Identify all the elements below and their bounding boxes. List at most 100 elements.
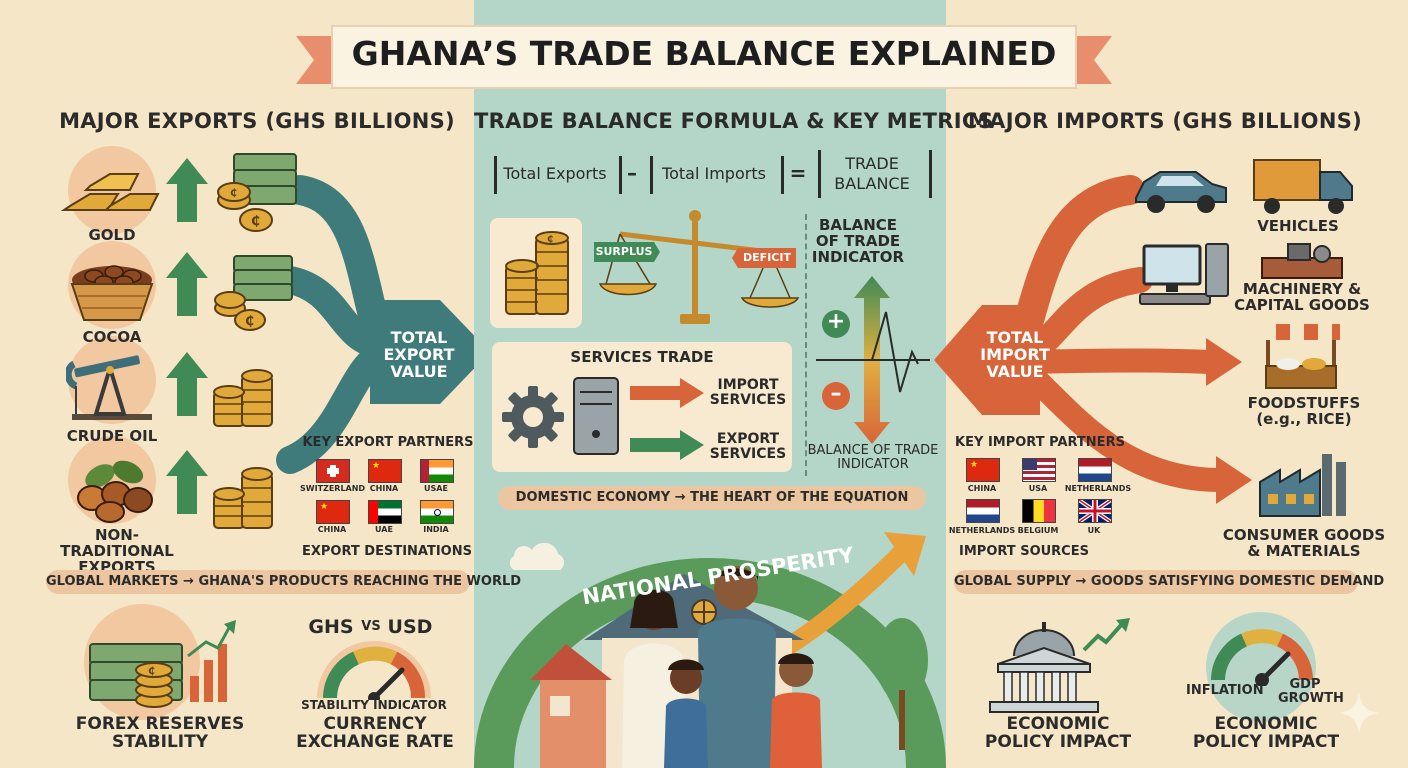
flag-belgium [1022,499,1056,523]
gauge-icon [317,641,431,700]
export-item-cocoa: COCOA [82,328,142,346]
oil-pump-icon [66,355,152,420]
flag-india [420,500,454,524]
svg-text:₵: ₵ [148,666,155,677]
cocoa-basket-icon [70,265,154,321]
flag-usae [420,459,454,483]
import-services-arrow [630,378,704,408]
partner-netherlands-2: NETHERLANDS [948,526,1016,535]
trade-indicator-graphic [816,276,930,444]
coin-stack-icon [213,467,273,529]
scale-surplus-label: SURPLUS [595,245,653,258]
formula-result-line2: BALANCE [834,174,910,193]
imports-illustration [934,175,1252,504]
coin-stack-icon: ₵ [505,231,569,315]
imports-header: MAJOR IMPORTS (GHS BILLIONS) [967,109,1363,133]
formula-result-line1: TRADE [845,154,899,173]
export-partners-header: KEY EXPORT PARTNERS [302,435,474,450]
stability-indicator-label: STABILITY INDICATOR [301,698,447,712]
nuts-icon [77,460,153,523]
partner-china: CHINA [967,484,997,493]
indicator-bottom-label: BALANCE OF TRADE INDICATOR [807,443,939,472]
cash-stack-icon: ₵ [214,255,293,331]
flag-uae [368,500,402,524]
gdp-growth-label: GDP GROWTH [1278,677,1344,706]
formula-total-imports: Total Imports [662,164,766,183]
flag-netherlands [966,499,1000,523]
export-item-crude-oil: CRUDE OIL [66,427,158,445]
partner-china-2: CHINA [317,525,347,534]
export-item-gold: GOLD [88,226,136,244]
partner-usae: USAE [424,484,448,493]
indicator-minus: – [830,381,842,406]
coin-stack-icon [213,369,273,427]
flag-china: ★ [966,458,1000,482]
formula-bracket-exports [494,156,622,194]
partner-usa: USA [1028,484,1048,493]
sparkle-icon [1338,692,1380,734]
flag-usa [1022,458,1056,482]
partner-uk: UK [1087,526,1101,535]
factory-icon [1259,454,1346,517]
title-ribbon [296,25,1112,89]
formula-bracket-imports [650,156,784,194]
currency-exchange-label: CURRENCY EXCHANGE RATE [296,714,454,752]
exports-band: GLOBAL MARKETS → GHANA'S PRODUCTS REACHI… [46,570,521,594]
cash-stack-icon: ₵ ₵ [217,153,297,232]
import-sources-label: IMPORT SOURCES [959,544,1089,559]
partner-uae: UAE [375,525,393,534]
total-import-value-label: TOTAL IMPORT VALUE [980,328,1050,381]
export-services-arrow [630,430,704,460]
gear-icon [502,386,564,448]
center-header: TRADE BALANCE FORMULA & KEY METRICS [474,109,994,133]
imports-band: GLOBAL SUPPLY → GOODS SATISFYING DOMESTI… [954,570,1384,594]
usd-label: USD [387,616,433,638]
export-destinations-label: EXPORT DESTINATIONS [302,544,472,559]
page-title: GHANA’S TRADE BALANCE EXPLAINED [351,34,1057,73]
indicator-top-label: BALANCE OF TRADE INDICATOR [811,216,905,266]
export-item-non-traditional: NON-TRADITIONAL EXPORTS [60,526,174,576]
import-item-vehicles: VEHICLES [1257,217,1339,235]
inflation-label: INFLATION [1186,683,1264,698]
svg-text:₵: ₵ [230,188,237,199]
center-divider [805,214,807,476]
flag-switzerland [316,459,350,483]
import-item-consumer-goods: CONSUMER GOODS & MATERIALS [1222,526,1386,560]
partner-china: CHINA [369,484,399,493]
formula-equals: = [789,161,807,185]
car-icon [1135,171,1227,213]
truck-icon [1253,159,1353,214]
scale-deficit-label: DEFICIT [743,251,791,264]
machinery-icon [1261,243,1343,279]
svg-text:₵: ₵ [547,235,553,245]
flag-uk [1078,499,1112,523]
formula-total-exports: Total Exports [503,164,607,183]
partner-belgium: BELGIUM [1017,526,1059,535]
balance-scale-icon [594,210,800,324]
flag-netherlands [1078,458,1112,482]
total-export-value-label: TOTAL EXPORT VALUE [383,328,455,381]
flag-china: ★ [368,459,402,483]
import-services-label: IMPORT SERVICES [709,377,787,408]
services-header: SERVICES TRADE [570,348,714,366]
policy-impact-label-1: ECONOMIC POLICY IMPACT [984,714,1132,752]
market-stall-icon [1262,324,1340,389]
cash-stack-icon: ₵ [89,620,236,708]
ghs-label: GHS [308,616,354,638]
import-partners-header: KEY IMPORT PARTNERS [955,435,1125,450]
import-item-foodstuffs: FOODSTUFFS (e.g., RICE) [1247,394,1361,428]
vs-label: VS [361,619,381,634]
partner-switzerland: SWITZERLAND [300,484,366,493]
svg-text:₵: ₵ [245,314,254,329]
server-icon [573,377,619,455]
formula-minus: – [627,161,637,185]
svg-text:₵: ₵ [251,214,260,229]
partner-india: INDIA [423,525,449,534]
exports-header: MAJOR EXPORTS (GHS BILLIONS) [59,109,455,133]
computer-icon [1139,243,1229,305]
import-item-machinery: MACHINERY & CAPITAL GOODS [1234,280,1370,314]
gauge-icon [1211,629,1313,686]
forex-reserves-label: FOREX RESERVES STABILITY [75,714,245,752]
domestic-economy-band: DOMESTIC ECONOMY → THE HEART OF THE EQUA… [498,486,926,510]
